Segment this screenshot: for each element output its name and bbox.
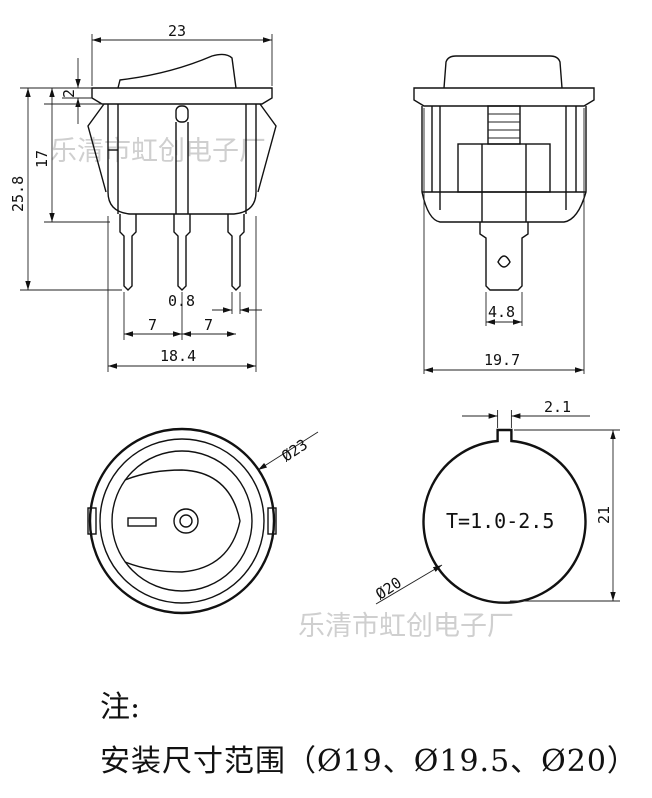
bezel	[91, 87, 273, 105]
side-cap	[443, 55, 563, 89]
note-title: 注:	[100, 690, 141, 725]
on-mark	[173, 508, 199, 534]
dim-body-height: 17	[33, 150, 51, 168]
housing	[107, 104, 257, 215]
dim-width-top: 23	[168, 22, 186, 40]
left-clip	[87, 103, 107, 193]
switch-dimension-drawing: 乐清市虹创电子厂 乐清市虹创电子厂 23	[9, 22, 620, 642]
top-view: Ø23	[87, 427, 319, 615]
dim-pin-pitch-left: 7	[148, 316, 157, 334]
dim-cutout-height: 21	[595, 506, 613, 524]
front-view: 23 2 17 25.8 0.8 7 7 18.4	[9, 22, 277, 372]
watermark-bottom: 乐清市虹创电子厂	[298, 611, 514, 642]
note-text: 安装尺寸范围（Ø19、Ø19.5、Ø20）	[100, 744, 638, 779]
dim-tab-width: 4.8	[488, 303, 515, 321]
side-body	[421, 106, 587, 223]
lamp	[175, 105, 189, 123]
dim-key-width: 2.1	[544, 398, 571, 416]
side-tab	[479, 222, 529, 291]
side-bezel	[413, 87, 595, 107]
dim-top-offset: 2	[60, 89, 78, 98]
terminals	[119, 214, 245, 291]
off-mark	[127, 517, 157, 527]
rocker-face	[111, 450, 253, 592]
cutout-outline	[422, 428, 587, 604]
panel-thickness-label: T=1.0-2.5	[446, 509, 554, 533]
outer-ring	[88, 427, 276, 615]
dim-pin-width: 0.8	[168, 292, 195, 310]
dim-side-width: 19.7	[484, 351, 520, 369]
dim-total-height: 25.8	[9, 176, 27, 212]
watermark-top: 乐清市虹创电子厂	[50, 136, 266, 167]
rocker	[117, 53, 237, 89]
dim-pin-pitch-right: 7	[204, 316, 213, 334]
right-clip	[257, 103, 277, 193]
dim-base-width: 18.4	[160, 347, 196, 365]
panel-cutout-view: T=1.0-2.5 2.1 21 Ø20	[372, 398, 620, 605]
dim-cutout-diameter: Ø20	[372, 574, 405, 604]
side-view: 4.8 19.7	[413, 55, 595, 374]
